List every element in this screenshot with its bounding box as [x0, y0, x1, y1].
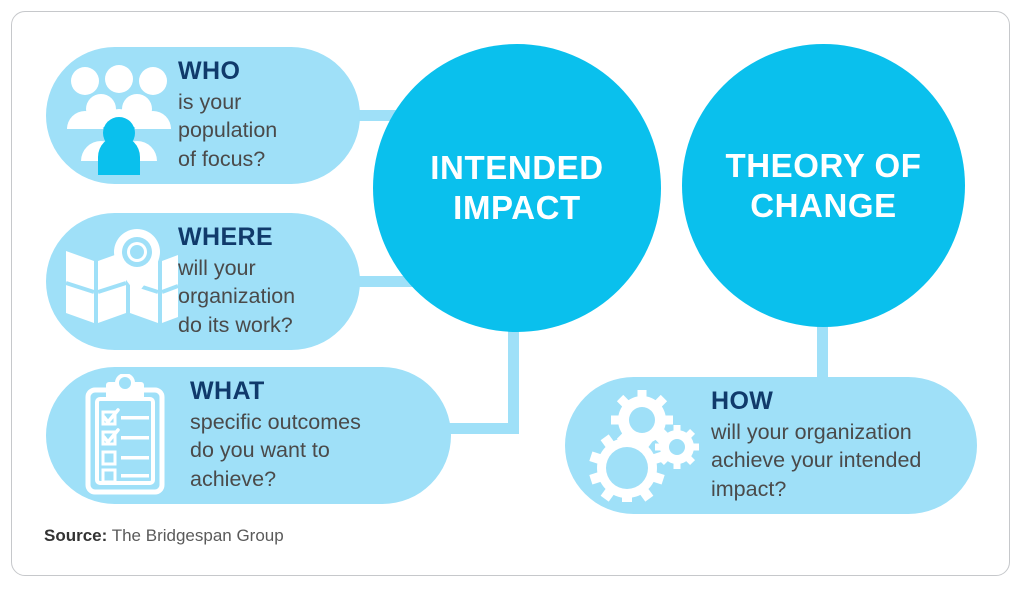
card-who-title: WHO [178, 57, 241, 86]
circle-intended-impact-label: INTENDED IMPACT [430, 149, 604, 226]
card-where-body: will your organization do its work? [178, 255, 296, 338]
card-what[interactable]: WHAT specific outcomes do you want to ac… [46, 367, 451, 504]
card-how[interactable]: HOW will your organization achieve your … [565, 377, 977, 514]
connector-what-vertical [508, 300, 519, 434]
card-where[interactable]: WHERE will your organization do its work… [46, 213, 360, 350]
source-label: Source: [44, 526, 108, 545]
circle-theory-of-change-label: THEORY OF CHANGE [725, 146, 922, 224]
clipboard-checklist-icon [72, 373, 178, 495]
card-what-title: WHAT [190, 377, 265, 406]
card-how-title: HOW [711, 387, 774, 416]
connector-where-to-intended-impact [330, 276, 420, 287]
circle-theory-of-change[interactable]: THEORY OF CHANGE [682, 44, 965, 327]
card-what-body: specific outcomes do you want to achieve… [190, 409, 361, 492]
circle-intended-impact[interactable]: INTENDED IMPACT [373, 44, 661, 332]
map-pin-icon [60, 223, 178, 341]
card-who-body: is your population of focus? [178, 89, 278, 172]
source-value: The Bridgespan Group [111, 526, 284, 545]
connector-how-to-theory-of-change [817, 300, 828, 380]
card-where-text: WHERE will your organization do its work… [178, 223, 340, 339]
gears-icon [589, 389, 701, 502]
card-how-body: will your organization achieve your inte… [711, 419, 922, 502]
card-who[interactable]: WHO is your population of focus? [46, 47, 360, 184]
source-line: Source: The Bridgespan Group [44, 526, 284, 546]
card-where-title: WHERE [178, 223, 274, 252]
card-what-text: WHAT specific outcomes do you want to ac… [190, 377, 431, 493]
card-how-text: HOW will your organization achieve your … [711, 387, 961, 503]
card-who-text: WHO is your population of focus? [178, 57, 340, 173]
connector-who-to-intended-impact [330, 110, 420, 121]
connector-what-horizontal [400, 423, 519, 434]
people-group-icon [60, 57, 178, 175]
